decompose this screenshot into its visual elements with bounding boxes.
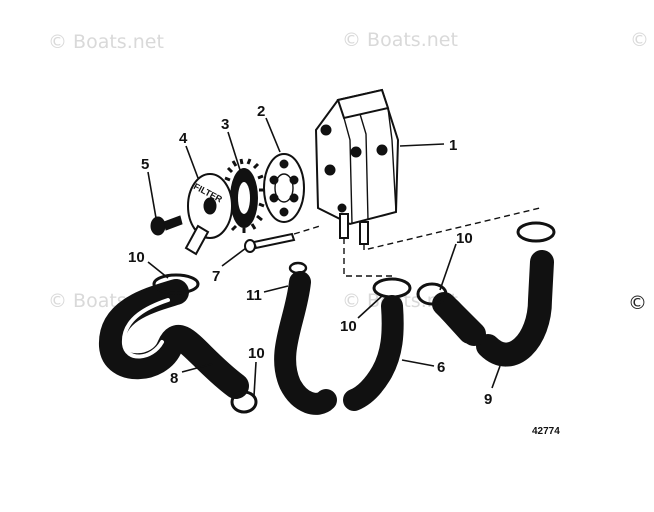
leader-9 — [491, 365, 501, 389]
clamp-11 — [288, 261, 308, 275]
fuel-hose-9 — [432, 250, 554, 367]
screw — [150, 215, 183, 236]
routing-line-a — [363, 207, 541, 251]
callout-3: 3 — [221, 116, 229, 133]
callout-9: 9 — [484, 391, 492, 408]
routing-line-b — [343, 238, 394, 277]
leader-2 — [265, 117, 281, 153]
watermark-top-center: © Boats.net — [342, 29, 458, 51]
clamp-4 — [416, 282, 448, 306]
callout-8: 8 — [170, 370, 178, 387]
callout-5: 5 — [141, 156, 149, 173]
leader-10a — [147, 261, 169, 279]
leader-4 — [185, 145, 199, 179]
watermark-mid-right: © — [628, 292, 647, 314]
callout-6: 6 — [437, 359, 445, 376]
callout-4: 4 — [179, 130, 188, 147]
callout-10-center: 10 — [340, 318, 357, 335]
callout-11: 11 — [246, 287, 262, 304]
callout-7: 7 — [212, 268, 220, 285]
fuel-hose-11 — [274, 271, 337, 415]
leader-8 — [181, 363, 213, 373]
figure-number: 42774 — [532, 426, 560, 437]
fuel-hose-6 — [343, 295, 404, 411]
fuel-pump-body — [314, 88, 400, 245]
callout-1: 1 — [449, 137, 457, 154]
clamp-5 — [516, 221, 556, 243]
filter-cover: FILTER — [184, 173, 233, 256]
callout-10-bottom: 10 — [248, 345, 265, 362]
leader-5 — [147, 171, 157, 219]
watermark-top-right: © — [630, 29, 649, 51]
watermark-top-left: © Boats.net — [48, 31, 164, 53]
fuel-hose-8 — [99, 279, 249, 399]
callout-10-right: 10 — [456, 230, 473, 247]
leader-10d — [439, 243, 457, 291]
leader-7 — [221, 247, 247, 267]
callout-10-left: 10 — [128, 249, 145, 266]
leader-1 — [399, 143, 445, 147]
leader-10b — [253, 361, 257, 397]
clamp-1 — [152, 273, 200, 295]
clamp-3 — [372, 277, 412, 299]
bolt — [244, 225, 321, 253]
leader-10c — [357, 295, 383, 319]
leader-11 — [263, 285, 289, 293]
leader-3 — [227, 131, 241, 171]
diaphragm-plate — [263, 153, 305, 223]
clamp-2 — [230, 390, 258, 414]
callout-2: 2 — [257, 103, 265, 120]
leader-6 — [401, 359, 435, 367]
